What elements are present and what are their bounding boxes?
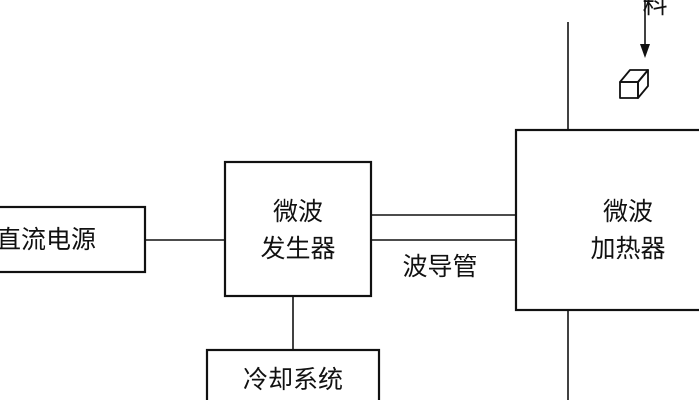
material-cube-icon <box>619 69 649 99</box>
feed-arrowhead <box>640 44 650 58</box>
cooling-block <box>205 348 381 400</box>
power-supply-label: 直流电源 <box>0 225 96 254</box>
heater-label-line1: 微波 <box>603 197 653 226</box>
cooling-label: 冷却系统 <box>243 365 343 394</box>
material-label: 料 <box>642 0 667 19</box>
waveguide-label: 波导管 <box>402 252 477 281</box>
generator-label-line2: 发生器 <box>260 234 335 263</box>
heater-label-line2: 加热器 <box>590 234 665 263</box>
power-supply-block <box>0 205 147 274</box>
heater-block <box>514 128 699 312</box>
generator-block <box>223 160 373 298</box>
generator-label-line1: 微波 <box>273 197 323 226</box>
